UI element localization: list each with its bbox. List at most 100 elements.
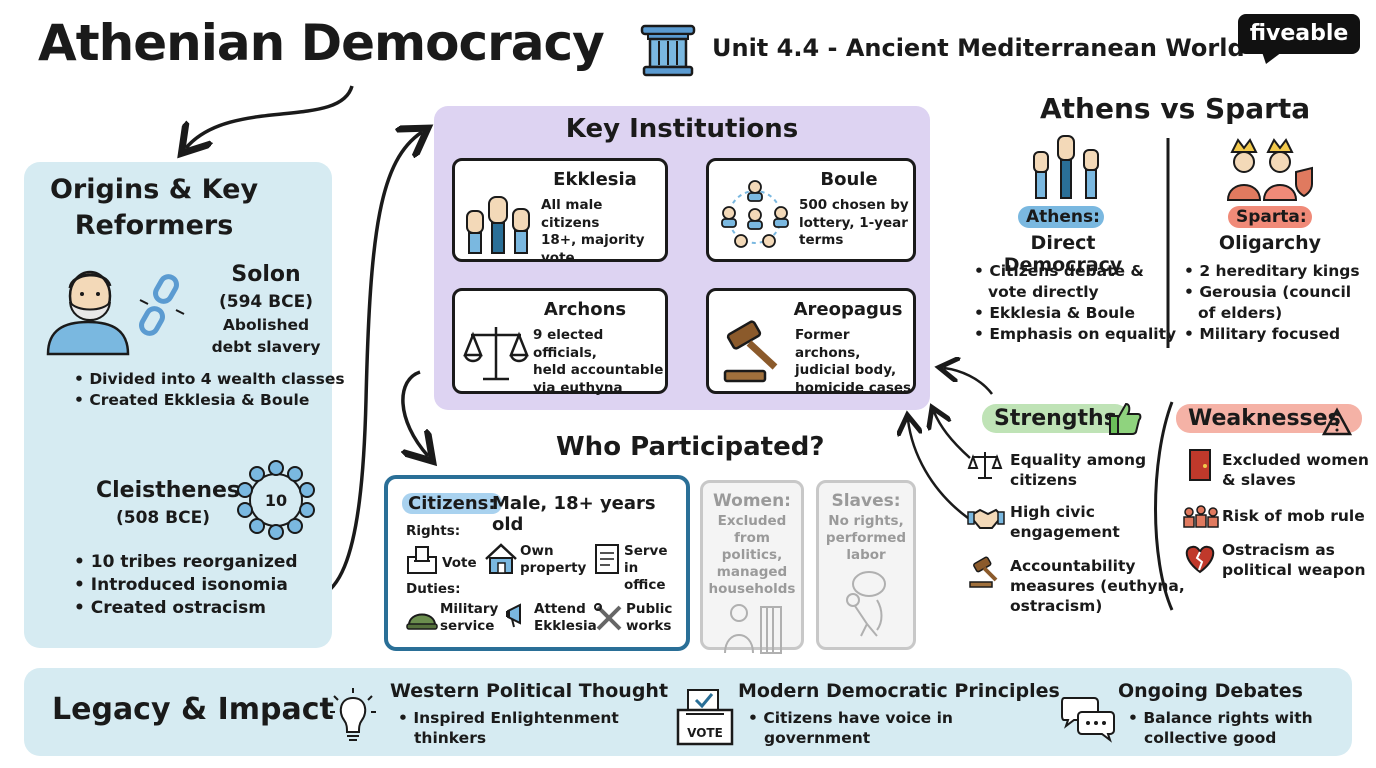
- right-serve-office: Serve in office: [624, 543, 686, 594]
- list-item-text: vote directly: [988, 283, 1099, 301]
- right-own-property: Own property: [520, 543, 586, 577]
- page-title: Athenian Democracy: [38, 14, 605, 72]
- duty-text-line: Public: [626, 601, 673, 617]
- legacy-body-line: government: [764, 729, 871, 748]
- right-text-line: office: [624, 576, 666, 593]
- sparta-kings-icon: [1226, 138, 1313, 201]
- legacy-item-2-head: Modern Democratic Principles: [738, 680, 1060, 702]
- ekklesia-desc: All male citizens 18+, majority vote: [541, 197, 665, 267]
- areopagus-name: Areopagus: [793, 299, 903, 320]
- house-icon: [485, 543, 517, 574]
- list-item: Created Ekklesia & Boule: [74, 391, 345, 409]
- logo-tail-icon: [1262, 52, 1282, 64]
- rights-label: Rights:: [406, 523, 461, 539]
- bearded-philosopher-icon: [46, 270, 130, 356]
- list-item-continued: of elders): [1184, 304, 1360, 322]
- fiveable-logo[interactable]: fiveable: [1238, 14, 1360, 54]
- warning-icon: [1321, 407, 1353, 436]
- people-circle-icon: [721, 180, 789, 248]
- desc-line: All male citizens: [541, 197, 603, 231]
- legacy-item-1-body: • Inspired Enlightenment thinkers: [398, 708, 619, 748]
- duties-label: Duties:: [406, 581, 461, 597]
- legacy-item-3-body: • Balance rights with collective good: [1128, 708, 1313, 748]
- weakness-text-line: political weapon: [1222, 561, 1366, 580]
- slaves-label: Slaves:: [831, 491, 901, 511]
- document-icon: [595, 544, 619, 574]
- legacy-item-3-head: Ongoing Debates: [1118, 680, 1303, 702]
- unit-label: Unit 4.4 - Ancient Mediterranean World: [712, 34, 1245, 62]
- cleisthenes-icon-number: 10: [265, 491, 287, 510]
- weakness-item-1: Excluded women & slaves: [1222, 450, 1369, 490]
- list-item: Citizens debate &: [974, 262, 1176, 280]
- strength-item-1: Equality among citizens: [1010, 450, 1146, 490]
- areopagus-card[interactable]: Areopagus Former archons, judicial body,…: [706, 288, 916, 396]
- desc-line: performed: [825, 529, 907, 546]
- strength-item-2: High civic engagement: [1010, 502, 1120, 542]
- desc-line: Former archons,: [795, 327, 861, 361]
- duty-attend-ekklesia: Attend Ekklesia: [534, 601, 597, 635]
- greek-column-icon: [640, 24, 696, 77]
- desc-line: Excluded: [717, 513, 787, 529]
- solon-date: (594 BCE): [219, 292, 313, 312]
- women-desc: Excluded from politics, managed househol…: [703, 513, 801, 597]
- list-item: 10 tribes reorganized: [74, 552, 298, 572]
- archons-card[interactable]: Archons 9 elected officials, held accoun…: [452, 288, 668, 396]
- desc-line: labor: [846, 546, 886, 563]
- strength-text-line: citizens: [1010, 471, 1078, 490]
- laborer-with-burden-icon: [846, 570, 886, 637]
- list-item-continued: vote directly: [974, 283, 1176, 301]
- woman-weaving-icon: [724, 604, 782, 655]
- slaves-desc: No rights, performed labor: [819, 513, 913, 564]
- sparta-bullets: 2 hereditary kings Gerousia (council of …: [1184, 262, 1360, 346]
- lightbulb-icon: [330, 688, 376, 741]
- citizens-desc: Male, 18+ years old: [492, 493, 656, 535]
- origins-title-line1: Origins & Key: [49, 174, 259, 205]
- ten-tribes-circle-icon: 10: [237, 460, 315, 540]
- broken-chain-icon: [139, 274, 185, 336]
- megaphone-icon: [506, 603, 521, 628]
- speech-bubbles-icon: [1061, 697, 1115, 743]
- cleisthenes-date: (508 BCE): [116, 508, 210, 528]
- desc-line: from politics,: [721, 529, 783, 563]
- broken-heart-icon: [1185, 545, 1215, 574]
- strength-item-3: Accountability measures (euthyna, ostrac…: [1010, 556, 1185, 616]
- door-icon: [1189, 449, 1211, 481]
- weakness-text-line: Ostracism as: [1222, 541, 1335, 559]
- right-text-line: Own: [520, 543, 554, 559]
- women-label: Women:: [713, 491, 791, 511]
- ballot-box-icon: [407, 546, 437, 574]
- vote-box-icon: VOTE: [676, 689, 734, 746]
- list-item: 2 hereditary kings: [1184, 262, 1359, 280]
- crowd-icon: [1183, 505, 1219, 528]
- weakness-text-line: & slaves: [1222, 471, 1296, 490]
- desc-line: managed: [716, 563, 788, 580]
- desc-line: held accountable: [533, 362, 664, 379]
- tools-icon: [594, 603, 622, 631]
- scales-icon: [463, 327, 529, 381]
- athens-bullets: Citizens debate & vote directly Ekklesia…: [974, 262, 1176, 346]
- weakness-text-line: Excluded women: [1222, 451, 1369, 469]
- desc-line: via euthyna: [533, 379, 623, 396]
- strength-text-line: Accountability: [1010, 557, 1136, 575]
- desc-line: vote: [541, 249, 575, 266]
- boule-card[interactable]: Boule 500 chosen by lottery, 1-year term…: [706, 158, 916, 262]
- gavel-icon: [723, 320, 778, 383]
- solon-bullets: Divided into 4 wealth classes Created Ek…: [74, 370, 345, 412]
- ekklesia-card[interactable]: Ekklesia All male citizens 18+, majority…: [452, 158, 668, 266]
- strength-text-line: High civic: [1010, 503, 1095, 521]
- strength-text-line: engagement: [1010, 523, 1120, 542]
- right-vote: Vote: [442, 555, 477, 571]
- list-item: Ekklesia & Boule: [974, 304, 1176, 322]
- vote-box-label: VOTE: [687, 726, 723, 740]
- thumbs-up-icon: [1109, 402, 1142, 435]
- strength-scales-icon: [967, 452, 1003, 479]
- women-card[interactable]: Women: Excluded from politics, managed h…: [700, 480, 804, 655]
- sparta-government-type: Oligarchy: [1218, 232, 1322, 254]
- solon-note-line2: debt slavery: [211, 338, 321, 356]
- citizens-card[interactable]: Citizens: Male, 18+ years old Rights: Vo…: [384, 475, 690, 651]
- list-item: Emphasis on equality: [974, 325, 1176, 343]
- slaves-card[interactable]: Slaves: No rights, performed labor: [816, 480, 916, 650]
- desc-line: 9 elected officials,: [533, 327, 604, 361]
- strength-gavel-icon: [969, 556, 998, 588]
- duty-public-works: Public works: [626, 601, 672, 635]
